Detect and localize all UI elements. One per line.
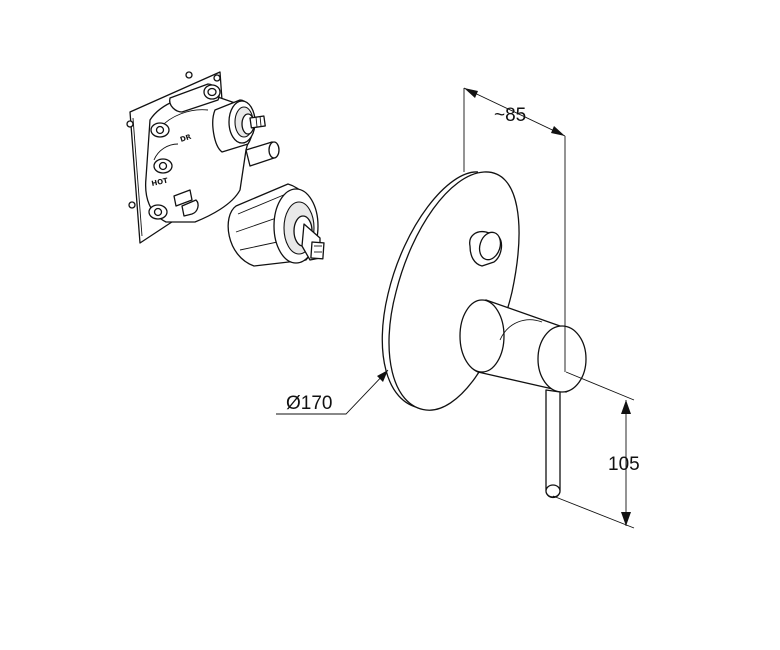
dimension-depth: ~85 xyxy=(463,87,566,372)
lever-handle xyxy=(459,299,587,499)
dimension-diameter-label: Ø170 xyxy=(286,393,332,414)
mixing-cartridge xyxy=(227,183,325,267)
dimension-height-label: 105 xyxy=(608,454,640,475)
trim-assembly xyxy=(381,171,587,499)
dimension-diameter: Ø170 xyxy=(276,369,389,415)
rough-in-valve-body: DR HOT xyxy=(126,71,325,267)
diverter-button xyxy=(469,230,503,267)
dimension-depth-label: ~85 xyxy=(494,105,526,126)
label-diverter: DR xyxy=(179,133,193,144)
dimension-height: 105 xyxy=(552,371,640,529)
label-hot: HOT xyxy=(151,177,169,188)
